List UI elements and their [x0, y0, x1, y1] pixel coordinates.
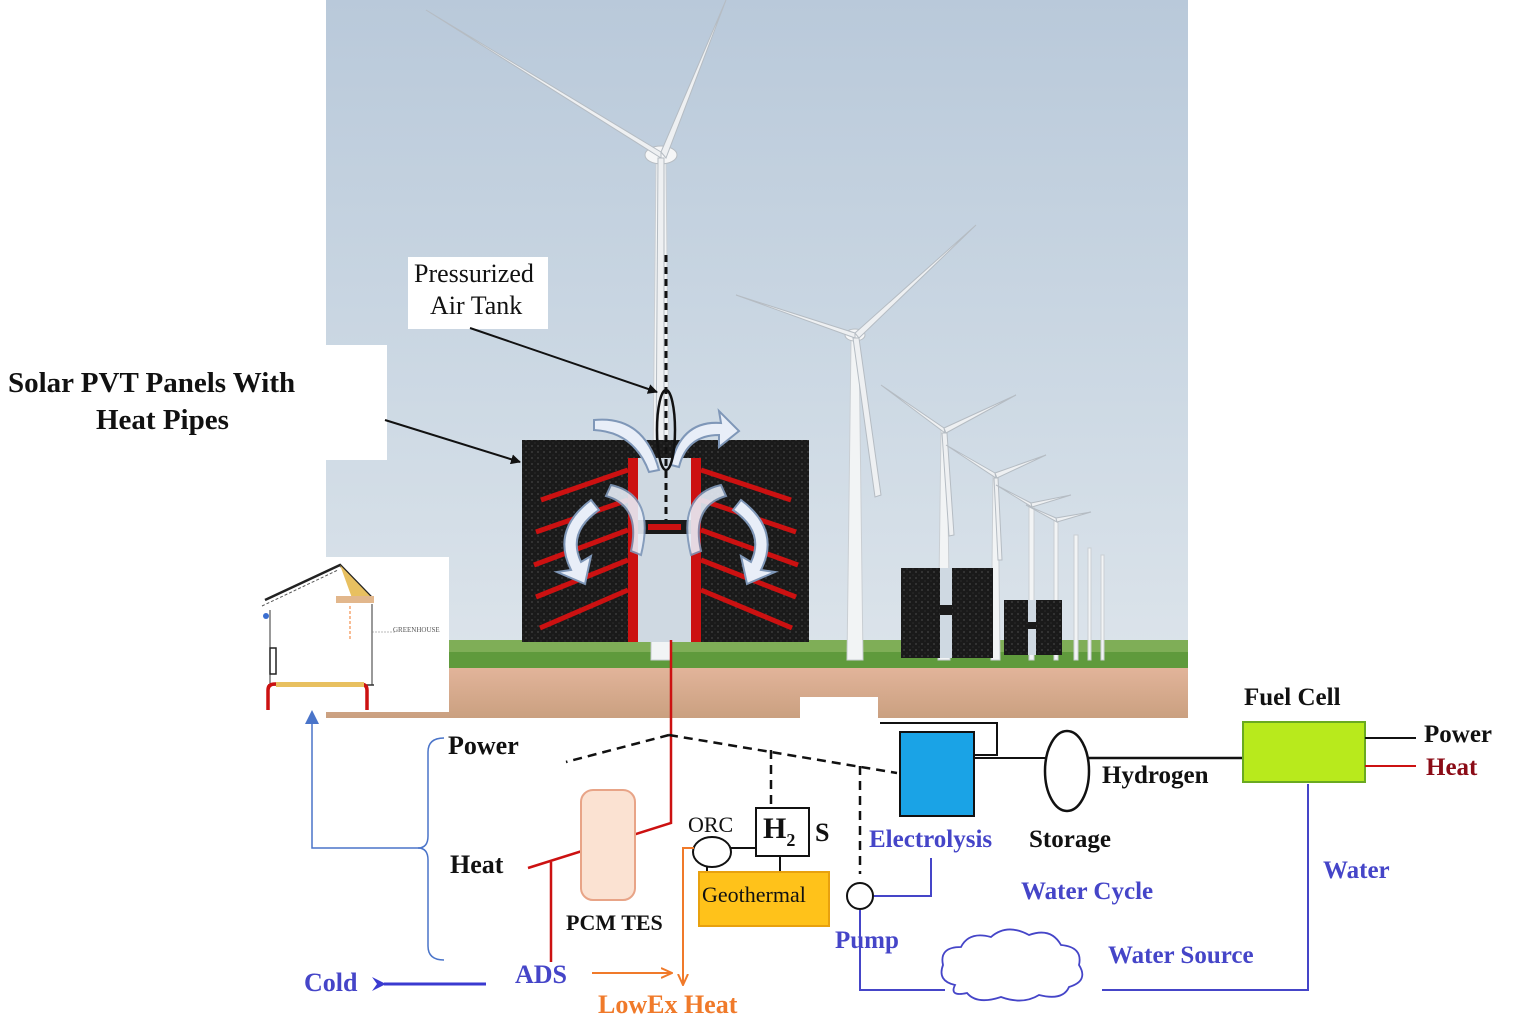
wind-farm-scene: [326, 0, 1188, 718]
water-return-line: [1102, 784, 1309, 991]
lowex-heat-label: LowEx Heat: [598, 990, 738, 1019]
orc-label: ORC: [688, 812, 734, 837]
heat-right-label: Heat: [1426, 754, 1478, 781]
water-source-label: Water Source: [1108, 942, 1254, 969]
h2s-label-subscript: 2: [786, 830, 796, 850]
fuel-cell-label: Fuel Cell: [1244, 684, 1341, 711]
pvt-panel-structure: [522, 255, 809, 642]
lowex-heat-line: [683, 847, 694, 985]
electrolysis-unit: [899, 731, 975, 817]
wind-farm-photo: [326, 0, 1188, 718]
output-brace: [417, 737, 445, 961]
pvt-panel-small-1: [901, 568, 993, 658]
pressurized-air-tank-label-line2: Air Tank: [430, 291, 523, 320]
water-label: Water: [1323, 857, 1390, 884]
heat-line: [527, 640, 673, 870]
pvt-panel-small-2: [1004, 600, 1062, 655]
solar-pvt-label-box: [0, 345, 387, 460]
pump-to-electrolysis-line: [874, 858, 932, 897]
power-dashed-lines: [565, 733, 898, 874]
power-right-label: Power: [1424, 721, 1493, 748]
ads-label: ADS: [515, 960, 568, 989]
h2s-label-h: H2: [763, 812, 796, 850]
greenhouse-inset: [257, 557, 449, 712]
geothermal-label: Geothermal: [702, 882, 806, 907]
wind-turbine-4: [945, 444, 1047, 661]
water-source-cloud: [940, 928, 1084, 1002]
panel-pointer-arrow: [384, 419, 521, 465]
tank-pointer-arrow: [469, 327, 658, 394]
flower-field: [326, 668, 1188, 718]
h2s-box: [755, 807, 810, 857]
hydrogen-storage-tank: [1043, 729, 1091, 813]
storage-label: Storage: [1029, 826, 1111, 853]
electrolysis-label: Electrolysis: [869, 826, 993, 853]
pressurized-air-tank-label-line1: Pressurized: [414, 259, 534, 288]
orc-symbol: [692, 836, 732, 868]
cold-label: Cold: [304, 968, 358, 997]
hydrogen-label: Hydrogen: [1102, 762, 1209, 789]
wind-turbine-2: [735, 224, 977, 661]
h2s-label-s: S: [815, 818, 830, 847]
cold-to-greenhouse-arrow: [305, 710, 420, 849]
power-left-label: Power: [448, 731, 519, 760]
water-to-pump-line: [859, 910, 945, 991]
photo-white-patch: [800, 697, 878, 719]
solar-pvt-label-line2: Heat Pipes: [96, 404, 229, 436]
pump-symbol: [846, 882, 874, 910]
water-cycle-label: Water Cycle: [1021, 878, 1154, 905]
heat-left-label: Heat: [450, 850, 504, 879]
airflow-arrows: [553, 408, 779, 586]
wind-turbine-3: [880, 384, 1017, 661]
solar-pvt-label-line1: Solar PVT Panels With: [8, 367, 296, 399]
pcm-tes-label: PCM TES: [566, 910, 663, 935]
wind-turbine-far: [995, 484, 1105, 661]
fuel-cell-unit: [1242, 721, 1366, 783]
geothermal-box: [698, 871, 830, 927]
pcm-tes-tank: [580, 789, 636, 901]
pressurized-air-tank-label-box: [408, 257, 548, 329]
pump-label: Pump: [835, 927, 899, 954]
greenhouse-label: GREENHOUSE: [393, 626, 440, 634]
